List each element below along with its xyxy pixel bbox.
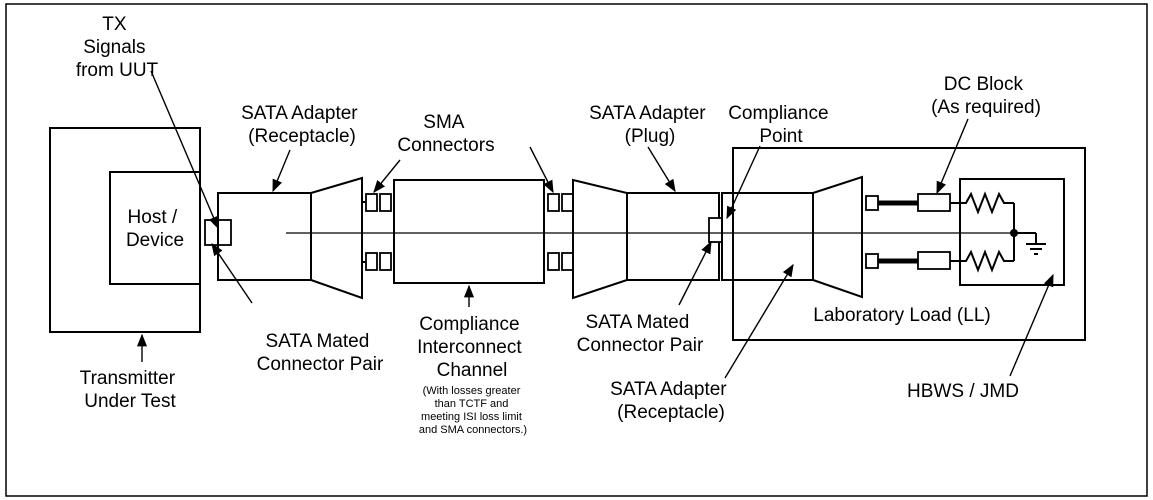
host-device-label: Host / Device	[126, 207, 184, 251]
sma-connectors-label: SMA Connectors	[397, 112, 494, 156]
leader-arrows	[136, 70, 1054, 379]
ground-icon	[1026, 233, 1046, 255]
sata-mated-left-label: SATA Mated Connector Pair	[257, 331, 384, 375]
hbws-jmd-label: HBWS / JMD	[907, 381, 1019, 402]
mated-connector-right	[708, 217, 723, 243]
dc-block-label: DC Block (As required)	[931, 74, 1041, 118]
sata-adapter-plug-label: SATA Adapter (Plug)	[589, 103, 711, 147]
laboratory-load-box	[732, 147, 1086, 341]
tx-signals-label: TX Signals from UUT	[76, 14, 159, 81]
compliance-channel-label: Compliance Interconnect Channel	[417, 314, 527, 381]
sma-connectors-left	[362, 193, 392, 271]
compliance-point-label: Compliance Point	[728, 103, 834, 147]
adapter-taper-right	[812, 175, 863, 299]
adapter-taper-plug	[572, 178, 628, 300]
dc-block-components	[917, 193, 960, 270]
laboratory-load-label: Laboratory Load (LL)	[813, 305, 990, 326]
sata-adapter-receptacle-left-label: SATA Adapter (Receptacle)	[241, 103, 363, 147]
adapter-taper-left	[310, 176, 363, 300]
sata-adapter-plug	[626, 192, 720, 281]
hbws-jmd-box	[959, 178, 1065, 286]
host-device-box	[109, 171, 201, 285]
transmitter-under-test-label: Transmitter Under Test	[80, 368, 181, 412]
termination-resistors	[960, 191, 1036, 273]
compliance-interconnect-channel	[393, 179, 545, 284]
compliance-channel-note: (With losses greater than TCTF and meeti…	[419, 385, 527, 436]
lab-load-connectors	[865, 195, 918, 269]
sata-mated-right-label: SATA Mated Connector Pair	[577, 312, 704, 356]
sma-connectors-right	[547, 193, 574, 271]
sata-adapter-receptacle-left	[217, 192, 312, 281]
sata-adapter-receptacle-right-label: SATA Adapter (Receptacle)	[610, 379, 732, 423]
sata-adapter-receptacle-right	[721, 192, 814, 281]
diagram-frame	[5, 3, 1148, 497]
